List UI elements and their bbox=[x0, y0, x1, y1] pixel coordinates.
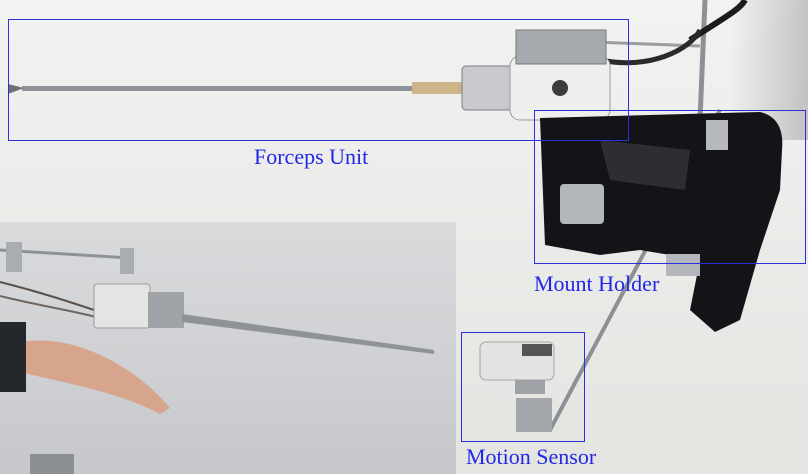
forceps-tip bbox=[8, 84, 24, 94]
inset-shaft bbox=[182, 314, 434, 354]
inset-clamp-2 bbox=[120, 248, 134, 274]
vertical-rod bbox=[697, 0, 708, 121]
inset-hand bbox=[20, 340, 170, 414]
inset-wires bbox=[0, 281, 101, 313]
sensor-mount bbox=[515, 380, 545, 394]
holder-clamp bbox=[560, 184, 604, 224]
rod-clamp bbox=[666, 254, 700, 276]
inset-scene bbox=[0, 242, 434, 474]
motor-knob bbox=[552, 80, 568, 96]
inset-photo bbox=[0, 222, 456, 474]
mount-holder-box bbox=[534, 110, 806, 264]
holder-knuckle bbox=[706, 120, 728, 150]
sensor-joint bbox=[516, 398, 552, 432]
cable-2 bbox=[599, 28, 703, 66]
forceps-unit-box bbox=[8, 19, 629, 141]
inset-wires-2 bbox=[0, 295, 101, 319]
sensor-window bbox=[522, 344, 552, 356]
holder-strap bbox=[600, 140, 690, 190]
inset-clamp bbox=[6, 242, 22, 272]
inset-sleeve bbox=[0, 322, 26, 392]
forceps-collar bbox=[412, 82, 466, 94]
motion-sensor-box bbox=[461, 332, 585, 442]
holder-body bbox=[540, 112, 783, 332]
inset-tripod bbox=[30, 454, 74, 474]
mount-holder-label: Mount Holder bbox=[534, 271, 660, 296]
forceps-shaft bbox=[22, 86, 422, 91]
inset-frame bbox=[148, 292, 184, 328]
motion-sensor-label: Motion Sensor bbox=[466, 444, 597, 469]
inset-housing bbox=[93, 283, 151, 329]
forceps-unit-label: Forceps Unit bbox=[254, 144, 369, 169]
motor-bracket bbox=[515, 29, 607, 65]
